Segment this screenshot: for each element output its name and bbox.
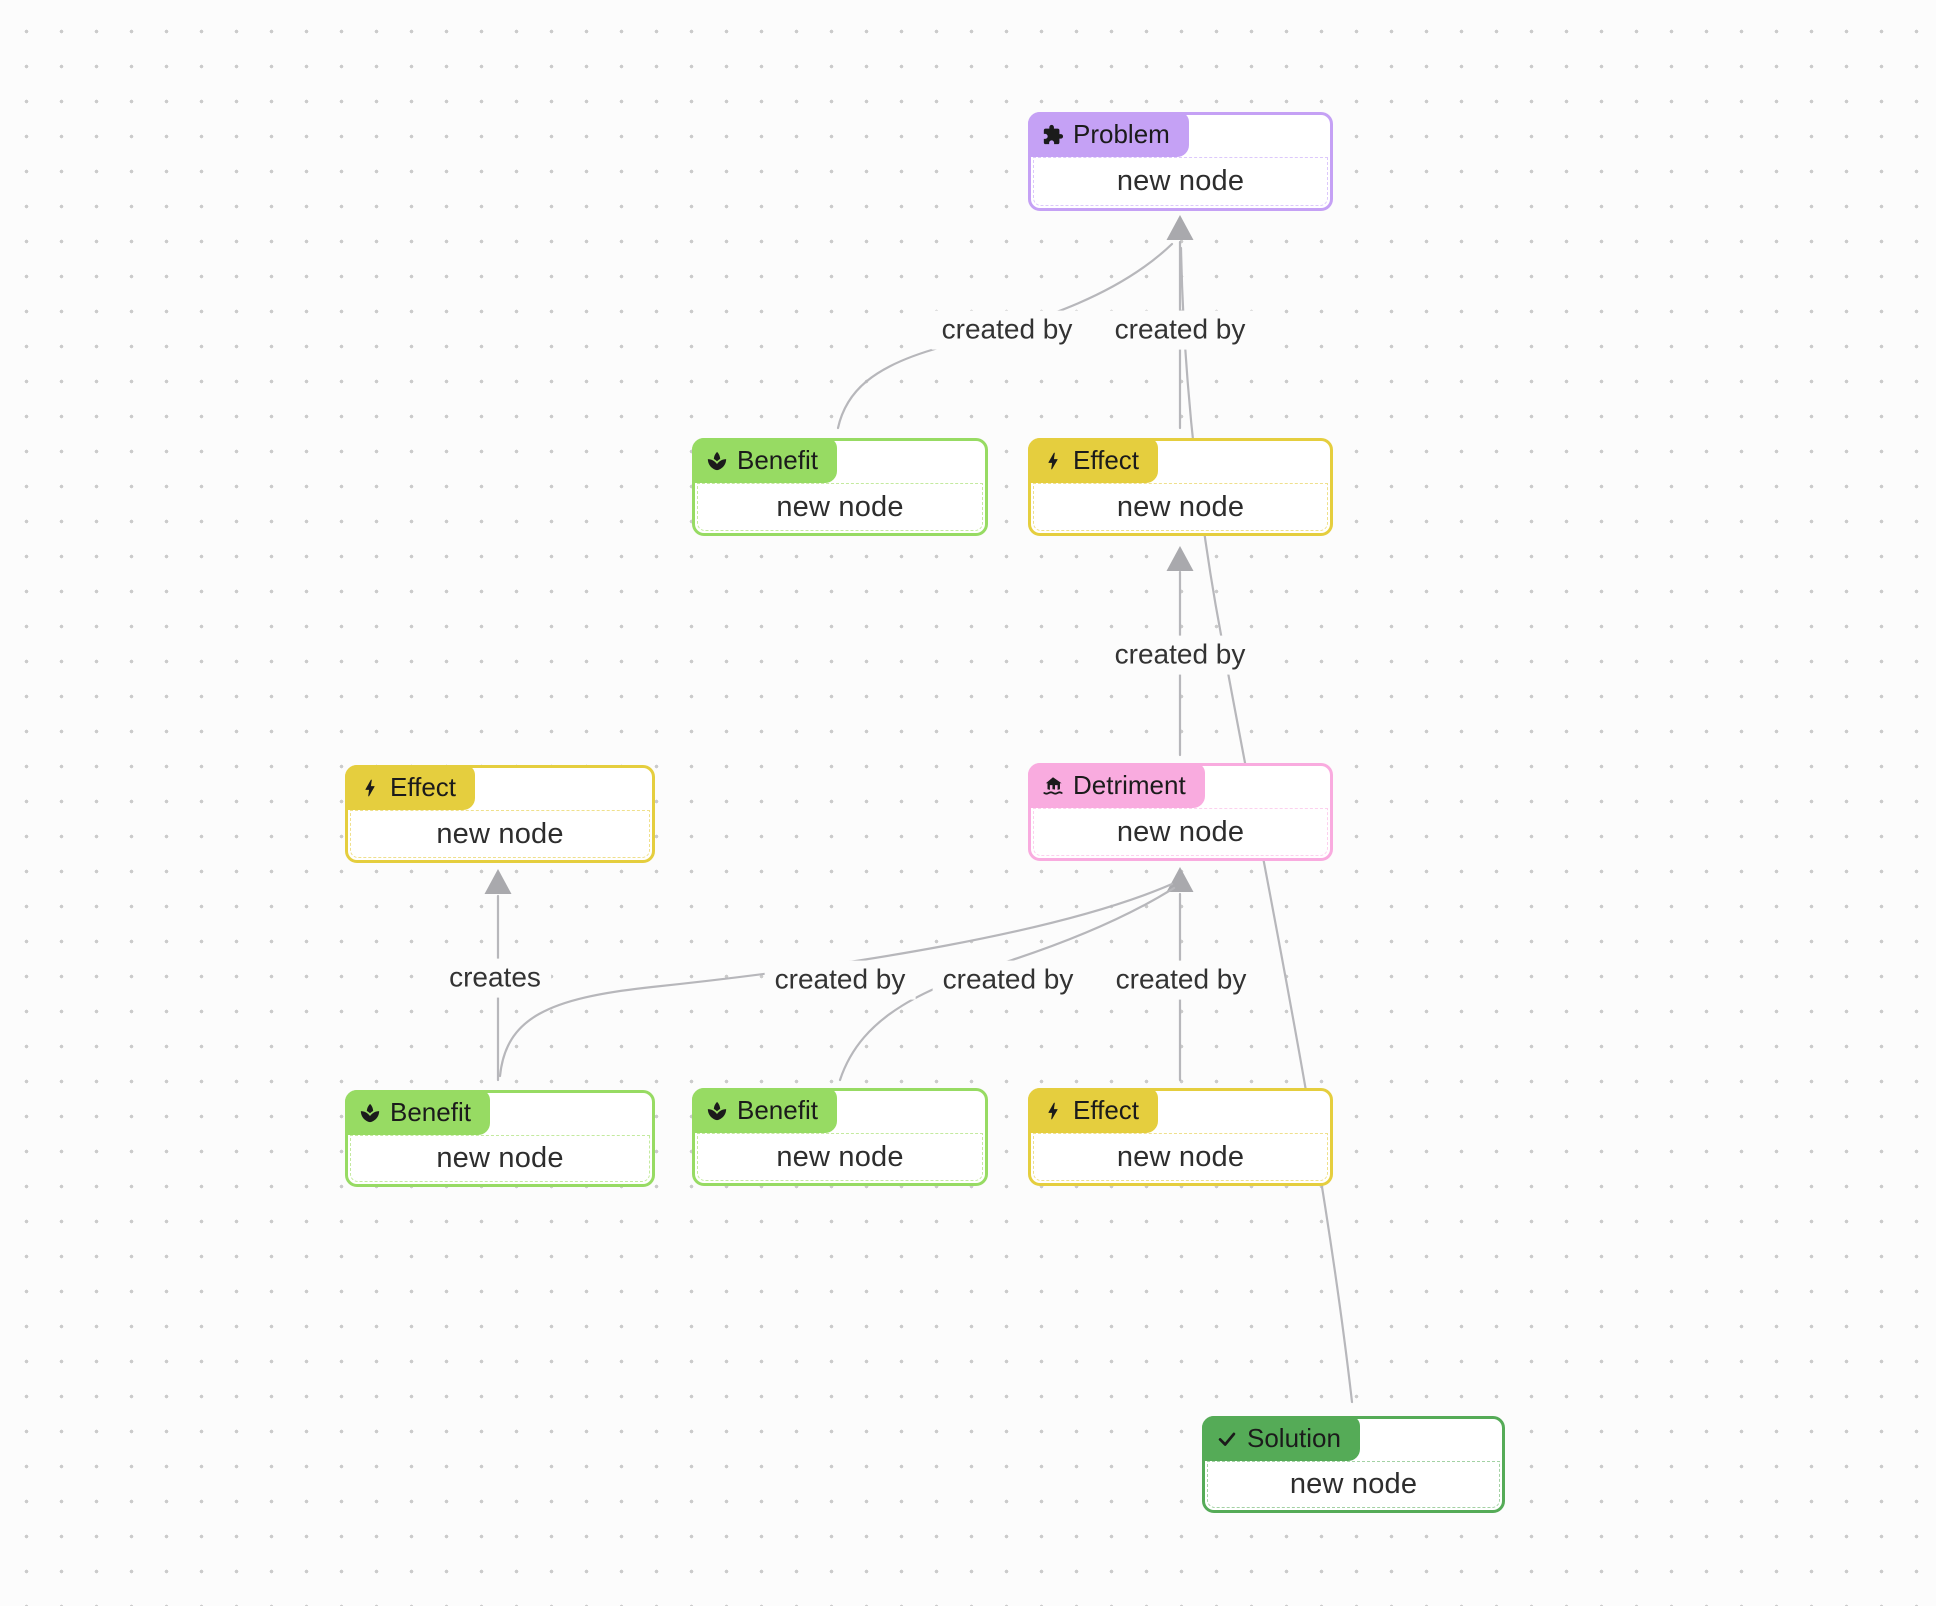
node-body: new node: [1033, 483, 1328, 531]
node-text[interactable]: new node: [436, 1142, 564, 1174]
node-text[interactable]: new node: [776, 1140, 904, 1173]
type-badge-label: Benefit: [390, 1097, 471, 1127]
type-badge-effect: Effect: [345, 765, 476, 810]
edge-benefit-bmid-to-detriment[interactable]: [838, 886, 1176, 1082]
node-effect-top[interactable]: new node Effect: [1028, 438, 1333, 536]
type-badge-label: Benefit: [737, 445, 818, 475]
arrowhead-icon: [1166, 867, 1194, 892]
edge-label-benefit-mid-to-problem[interactable]: created by: [931, 310, 1083, 350]
node-text[interactable]: new node: [776, 490, 904, 523]
node-solution-bottom[interactable]: new node Solution: [1202, 1416, 1505, 1513]
type-badge-label: Effect: [1073, 445, 1140, 475]
type-badge-effect: Effect: [1028, 438, 1159, 483]
bolt-icon: [359, 777, 381, 799]
node-text[interactable]: new node: [1116, 1140, 1245, 1173]
node-body: new node: [697, 1133, 983, 1181]
type-badge-label: Effect: [1073, 1095, 1140, 1125]
type-badge-detriment: Detriment: [1028, 763, 1205, 808]
node-text[interactable]: new node: [436, 817, 564, 850]
edge-label-benefit-bleft-to-effect-left[interactable]: creates: [439, 958, 551, 998]
node-effect-bottom[interactable]: new node Effect: [1028, 1088, 1333, 1186]
node-text[interactable]: new node: [1116, 490, 1245, 523]
node-body: new node: [1033, 1133, 1328, 1181]
type-badge-solution: Solution: [1202, 1416, 1360, 1461]
check-icon: [1216, 1428, 1238, 1450]
node-body: new node: [697, 483, 983, 531]
type-badge-effect: Effect: [1028, 1088, 1159, 1133]
edge-label-benefit-bmid-to-detriment[interactable]: created by: [932, 960, 1084, 1000]
flower-icon: [706, 1100, 728, 1122]
node-text[interactable]: new node: [1116, 165, 1245, 197]
arrowhead-icon: [1166, 215, 1194, 240]
edge-label-effect-bottom-to-detriment[interactable]: created by: [1105, 960, 1257, 1000]
node-benefit-bmid[interactable]: new node Benefit: [692, 1088, 988, 1186]
edge-benefit-bleft-to-detriment[interactable]: [498, 882, 1174, 1078]
node-body: new node: [350, 1135, 650, 1182]
node-body: new node: [1033, 808, 1328, 856]
type-badge-label: Solution: [1247, 1423, 1341, 1453]
type-badge-benefit: Benefit: [345, 1090, 490, 1135]
arrowhead-icon: [1166, 546, 1194, 571]
node-detriment-mid[interactable]: new node Detriment: [1028, 763, 1333, 861]
type-badge-label: Effect: [390, 772, 457, 802]
edge-label-benefit-bleft-to-detriment[interactable]: created by: [764, 960, 916, 1000]
node-problem-top[interactable]: new node Problem: [1028, 112, 1333, 211]
edge-label-detriment-to-effect-top[interactable]: created by: [1104, 635, 1256, 675]
flower-icon: [359, 1102, 381, 1124]
node-text[interactable]: new node: [1116, 815, 1245, 848]
node-body: new node: [1033, 157, 1328, 206]
node-body: new node: [350, 810, 650, 858]
type-badge-benefit: Benefit: [692, 438, 837, 483]
type-badge-problem: Problem: [1028, 112, 1189, 157]
puzzle-icon: [1042, 124, 1064, 146]
flower-icon: [706, 450, 728, 472]
node-benefit-mid[interactable]: new node Benefit: [692, 438, 988, 536]
type-badge-label: Benefit: [737, 1095, 818, 1125]
node-benefit-bleft[interactable]: new node Benefit: [345, 1090, 655, 1187]
bolt-icon: [1042, 450, 1064, 472]
type-badge-benefit: Benefit: [692, 1088, 837, 1133]
bolt-icon: [1042, 1100, 1064, 1122]
node-body: new node: [1207, 1461, 1500, 1508]
type-badge-label: Detriment: [1073, 770, 1186, 800]
edge-label-effect-top-to-problem[interactable]: created by: [1104, 310, 1256, 350]
node-text[interactable]: new node: [1289, 1468, 1418, 1500]
node-effect-left[interactable]: new node Effect: [345, 765, 655, 863]
type-badge-label: Problem: [1073, 119, 1170, 149]
arrowhead-icon: [484, 869, 512, 894]
flood-icon: [1042, 775, 1064, 797]
